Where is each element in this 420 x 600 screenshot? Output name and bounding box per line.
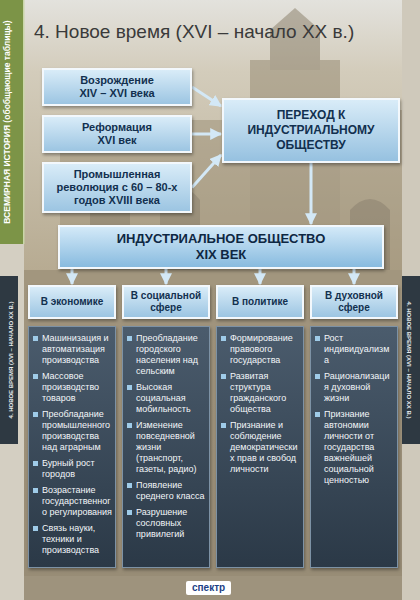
- flow-arrow: [165, 269, 168, 284]
- node-text: Признание автономии личности от государс…: [314, 409, 394, 486]
- node-text: XIX ВЕК: [68, 247, 374, 263]
- node-text: В социальной сфере: [128, 290, 204, 314]
- node-text: В духовной сфере: [316, 290, 392, 314]
- node-text: Появление среднего класса: [126, 480, 206, 502]
- node-text: Рост индивидуализма: [314, 333, 394, 366]
- node-text: Связь науки, техники и производства: [32, 523, 112, 556]
- flow-arrow: [259, 269, 262, 284]
- node-text: Развитая структура гражданского общества: [220, 371, 300, 415]
- node-text: Признание и соблюдение демократических п…: [220, 420, 300, 475]
- source-box: Промышленная революция с 60 – 80-х годов…: [42, 162, 192, 213]
- feature-panel: Преобладание городского населения над се…: [122, 326, 210, 568]
- flow-arrow: [192, 133, 221, 136]
- node-text: XIV – XVI века: [50, 87, 184, 100]
- transition-box: ПЕРЕХОД К ИНДУСТРИАЛЬНОМУ ОБЩЕСТВУ: [222, 98, 400, 163]
- node-text: Реформация: [50, 121, 184, 134]
- left-strip: [0, 0, 24, 600]
- source-box: РеформацияXVI век: [42, 115, 192, 153]
- side-tab: [402, 276, 420, 444]
- green-band-edge: [23, 0, 25, 244]
- side-tab: [0, 276, 18, 444]
- sphere-header: В духовной сфере: [310, 285, 398, 319]
- flow-arrow: [192, 155, 221, 188]
- right-strip: [402, 0, 420, 600]
- node-text: ИНДУСТРИАЛЬНОЕ ОБЩЕСТВО: [68, 231, 374, 247]
- society-box: ИНДУСТРИАЛЬНОЕ ОБЩЕСТВОXIX ВЕК: [58, 225, 384, 269]
- flow-arrow: [192, 87, 221, 106]
- feature-panel: Машинизация и автоматизация производства…: [28, 326, 116, 568]
- series-title: ВСЕМИРНАЯ ИСТОРИЯ (обобщающие таблицы): [2, 8, 12, 236]
- node-text: ПЕРЕХОД К ИНДУСТРИАЛЬНОМУ ОБЩЕСТВУ: [232, 108, 390, 153]
- side-label: 4. НОВОЕ ВРЕМЯ (XVI – НАЧАЛО XX В.): [405, 280, 413, 440]
- node-text: Изменение повседневной жизни (транспорт,…: [126, 420, 206, 475]
- node-text: Массовое производство товаров: [32, 371, 112, 404]
- sphere-header: В экономике: [28, 285, 116, 319]
- node-text: Возрождение: [50, 74, 184, 87]
- poster-title: 4. Новое время (XVI – начало XX в.): [34, 20, 354, 43]
- node-text: Формирование правового государства: [220, 333, 300, 366]
- node-text: Бурный рост городов: [32, 458, 112, 480]
- sphere-header: В социальной сфере: [122, 285, 210, 319]
- flow-arrow: [71, 269, 74, 284]
- node-text: XVI век: [50, 134, 184, 147]
- building-base: [24, 270, 402, 600]
- sphere-header: В политике: [216, 285, 304, 319]
- node-text: Возрастание государственного регулирован…: [32, 485, 112, 518]
- node-text: Преобладание городского населения над се…: [126, 333, 206, 377]
- feature-panel: Рост индивидуализмаРационализация духовн…: [310, 326, 398, 568]
- node-text: Высокая социальная мобильность: [126, 382, 206, 415]
- flow-arrow: [310, 163, 313, 224]
- side-label: 4. НОВОЕ ВРЕМЯ (XVI – НАЧАЛО XX В.): [7, 280, 15, 440]
- node-text: Промышленная революция с 60 – 80-х годов…: [50, 168, 184, 207]
- node-text: В политике: [222, 296, 298, 308]
- node-text: Машинизация и автоматизация производства: [32, 333, 112, 366]
- source-box: ВозрождениеXIV – XVI века: [42, 68, 192, 106]
- feature-panel: Формирование правового государстваРазвит…: [216, 326, 304, 568]
- publisher-logo: спектр: [186, 581, 231, 595]
- green-band: [0, 0, 24, 244]
- node-text: Разрушение сословных привилегий: [126, 507, 206, 540]
- node-text: В экономике: [34, 296, 110, 308]
- node-text: Рационализация духовной жизни: [314, 371, 394, 404]
- building-picture: [24, 8, 402, 600]
- node-text: Преобладание промышленного производства …: [32, 409, 112, 453]
- footer-band: [24, 576, 402, 600]
- flow-arrow: [353, 269, 356, 284]
